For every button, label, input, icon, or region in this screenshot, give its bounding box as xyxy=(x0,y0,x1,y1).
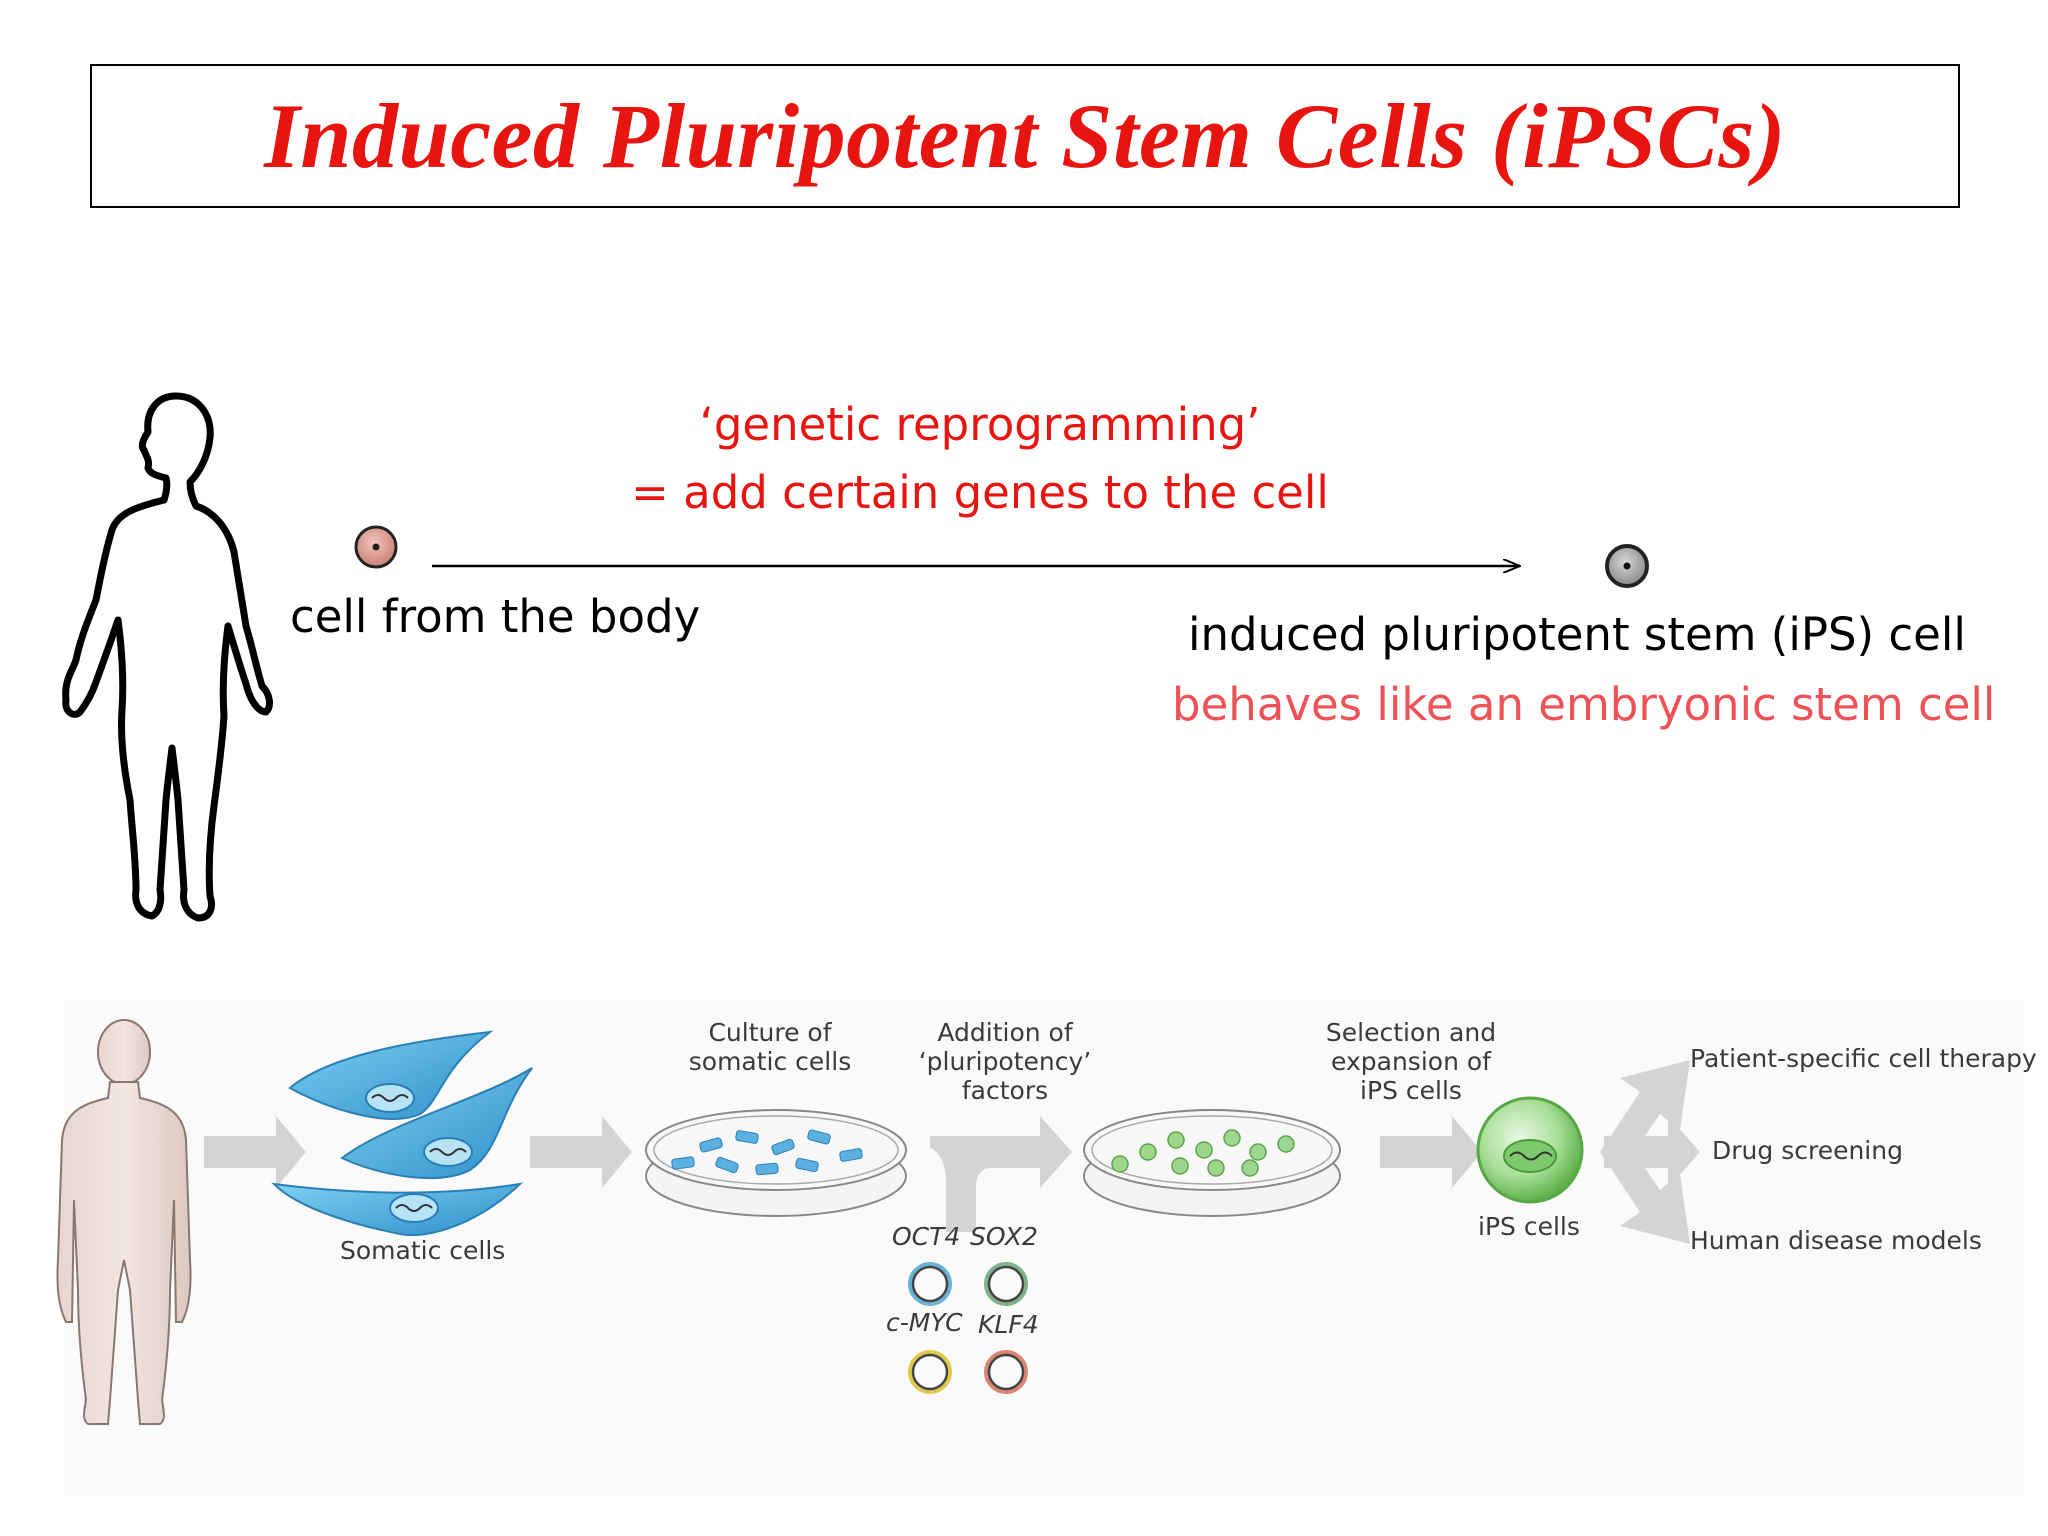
ips-dish-icon xyxy=(1083,1109,1341,1217)
output-cell-therapy: Patient-specific cell therapy xyxy=(1690,1044,2037,1073)
process-arrows xyxy=(204,1060,1700,1244)
process-label-line2: = add certain genes to the cell xyxy=(631,466,1329,519)
factor-label-sox2: SOX2 xyxy=(970,1222,1038,1251)
addition-label-line1: Addition of xyxy=(937,1018,1073,1047)
addition-label-line3: factors xyxy=(961,1076,1049,1105)
ips-cell-note: behaves like an embryonic stem cell xyxy=(1172,678,1996,731)
selection-label-line3: iPS cells xyxy=(1360,1076,1462,1105)
factor-label-klf4: KLF4 xyxy=(978,1310,1039,1339)
somatic-cells-icon xyxy=(271,1030,533,1237)
ips-cells-label: iPS cells xyxy=(1478,1212,1580,1241)
selection-label-line1: Selection and xyxy=(1325,1018,1497,1047)
selection-label: Selection and expansion of iPS cells xyxy=(1296,1018,1526,1105)
factor-label-oct4: OCT4 xyxy=(892,1222,961,1251)
somatic-cells-label: Somatic cells xyxy=(340,1236,506,1265)
human-body-figure xyxy=(56,1019,192,1425)
process-label-line1: ‘genetic reprogramming’ xyxy=(699,398,1261,451)
output-disease-models: Human disease models xyxy=(1690,1226,1982,1255)
factor-plasmids xyxy=(908,1262,1028,1394)
culture-dish-icon xyxy=(645,1109,907,1217)
ips-cell-large-icon xyxy=(1476,1096,1584,1204)
addition-label: Addition of ‘pluripotency’ factors xyxy=(890,1018,1120,1105)
title-box: Induced Pluripotent Stem Cells (iPSCs) xyxy=(90,64,1960,208)
addition-label-line2: ‘pluripotency’ xyxy=(918,1047,1092,1076)
page-title: Induced Pluripotent Stem Cells (iPSCs) xyxy=(264,85,1786,187)
human-silhouette-icon xyxy=(62,392,273,922)
output-drug-screening: Drug screening xyxy=(1712,1136,1903,1165)
selection-label-line2: expansion of xyxy=(1331,1047,1491,1076)
ips-cell-label: induced pluripotent stem (iPS) cell xyxy=(1188,608,1966,661)
culture-label-line1: Culture of xyxy=(708,1018,832,1047)
factor-label-cmyc: c-MYC xyxy=(886,1308,963,1337)
culture-label: Culture of somatic cells xyxy=(660,1018,880,1076)
source-cell-icon xyxy=(354,525,398,569)
ips-cell-small-icon xyxy=(1605,544,1649,588)
source-cell-label: cell from the body xyxy=(290,590,701,643)
culture-label-line2: somatic cells xyxy=(688,1047,852,1076)
